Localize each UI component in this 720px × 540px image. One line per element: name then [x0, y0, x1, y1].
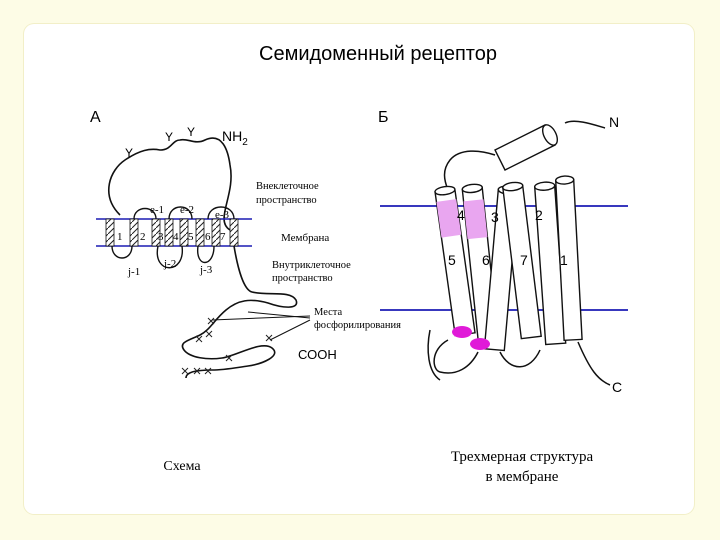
helix-number-1: 1 — [560, 252, 568, 268]
panel-b-label: Б — [378, 109, 389, 126]
glyco-site-1: Y — [125, 146, 133, 160]
tm-number-7: 7 — [220, 231, 226, 243]
glyco-site-3: Y — [187, 125, 195, 139]
panel-a-label: А — [90, 109, 101, 126]
loop-j3 — [197, 245, 215, 264]
c-terminus-label: C — [612, 379, 622, 395]
helix-number-3: 3 — [491, 209, 499, 225]
helix-horizontal — [494, 124, 559, 171]
label-e2: e-2 — [180, 204, 194, 216]
nh2-label: NH2 — [222, 128, 248, 148]
membrane-label: Мембрана — [281, 232, 329, 244]
n-terminal-chain — [108, 137, 232, 231]
label-j2: j-2 — [163, 258, 176, 270]
scheme-caption: Схема — [163, 459, 201, 474]
slide — [24, 24, 694, 514]
loop-e3 — [207, 206, 235, 220]
loop-e1 — [133, 207, 157, 220]
c-terminal-tail — [181, 245, 298, 379]
helix-number-7: 7 — [520, 252, 528, 268]
label-e3: e-3 — [215, 209, 230, 221]
loop-j2 — [156, 245, 183, 269]
page-title: Семидоменный рецептор — [259, 43, 497, 65]
label-j3: j-3 — [199, 264, 213, 276]
helix-number-5: 5 — [448, 252, 456, 268]
phospho-pointers — [211, 311, 311, 341]
tm-number-1: 1 — [117, 231, 123, 243]
tm-number-3: 3 — [158, 231, 164, 243]
phospho-markers — [181, 317, 273, 375]
label-e1: e-1 — [150, 204, 164, 216]
tm-number-2: 2 — [140, 231, 146, 243]
tm-number-5: 5 — [188, 231, 194, 243]
phospho-site-a — [452, 326, 472, 338]
scheme-tm-helices — [105, 218, 239, 247]
cooh-label: СООН — [298, 347, 337, 362]
helix-number-6: 6 — [482, 252, 490, 268]
loop-e2 — [168, 206, 193, 220]
helix-connecting-loops — [427, 120, 611, 386]
helix-cylinders — [434, 175, 583, 352]
helix-number-4: 4 — [457, 207, 465, 223]
loop-j1 — [111, 245, 133, 259]
tm-number-4: 4 — [173, 231, 179, 243]
tm-number-6: 6 — [205, 231, 211, 243]
helix-number-2: 2 — [535, 207, 543, 223]
label-j1: j-1 — [127, 266, 140, 278]
phospho-site-b — [470, 338, 490, 350]
glyco-site-2: Y — [165, 130, 173, 144]
n-terminus-label: N — [609, 114, 619, 130]
